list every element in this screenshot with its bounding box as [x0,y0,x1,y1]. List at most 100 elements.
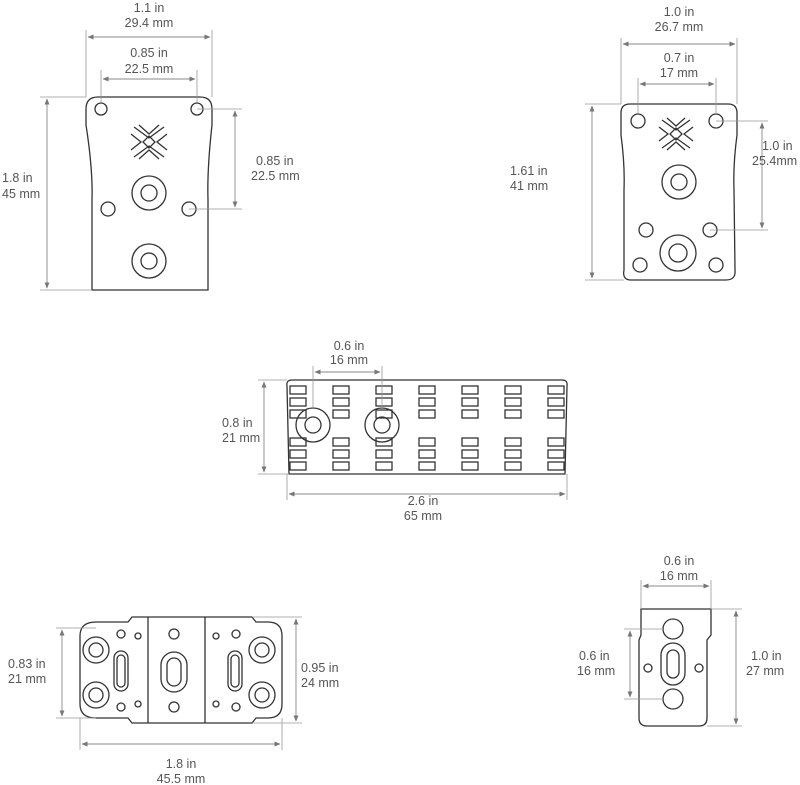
rail-slot [289,449,307,459]
rail-slot [461,461,479,471]
plate-b-hole-bottom-right [708,257,724,273]
small-block-hole-bottom [662,688,684,710]
mount-block-counterbore-bl [82,681,110,709]
plate-b-hole-bottom-left [632,257,648,273]
rail-slot [332,437,350,447]
plate-b-bore-upper [670,173,688,191]
plate-a-outline [85,96,213,291]
small-block-height-mm: 27 mm [746,664,784,678]
mount-block-bore-bl [88,687,104,703]
plate-b-hole-mid-left [638,222,654,238]
small-block-slot-inner [666,649,680,679]
mount-block-pin-8 [134,700,142,708]
plate-a-height-in: 1.8 in [2,171,33,185]
plate-a-hole-spacing-h-in: 0.85 in [130,46,168,60]
plate-a-counterbore-upper [131,175,167,211]
rail-slot [504,461,522,471]
rail-slot [289,397,307,407]
rail-slot [289,461,307,471]
mount-block-slot-right [227,650,243,692]
rail-slot [289,385,307,395]
small-block-pin-right [694,663,704,673]
mount-block: 0.83 in 21 mm 0.95 in 24 mm 1.8 in 45.5 … [8,616,339,785]
mount-block-pin-2 [116,702,126,712]
rail-slot [332,461,350,471]
rail-slot [504,449,522,459]
rail-slot [547,397,565,407]
rail-slot [418,461,436,471]
rail-length-mm: 65 mm [404,509,442,523]
rail-slots [289,385,565,471]
rail-slot [504,397,522,407]
rail-slot [375,461,393,471]
mount-block-pin-5 [168,628,180,640]
mount-block-hole-spacing-mm: 21 mm [8,672,46,686]
rail: 0.6 in 16 mm 0.8 in 21 mm 2.6 in 65 mm [222,339,568,523]
rail-slot [332,409,350,419]
mount-block-counterbore-tl [82,636,110,664]
rail-slot [332,397,350,407]
mount-block-height-mm: 24 mm [301,676,339,690]
plate-b: 1.0 in 26.7 mm 0.7 in 17 mm 1.0 in 25.4m… [510,5,797,281]
mount-block-pin-3 [231,629,241,639]
plate-b-hole-spacing-v-in: 1.0 in [762,139,793,153]
plate-a-hole-top-left [94,102,108,116]
rail-bore-right [373,416,391,434]
mount-block-bore-br [254,687,270,703]
plate-b-hole-top-left [630,113,646,129]
rail-slot [289,437,307,447]
small-block-height-in: 1.0 in [751,649,782,663]
mount-block-height-in: 0.95 in [301,661,339,675]
rail-slot [504,385,522,395]
rail-slot [375,449,393,459]
plate-b-counterbore-upper [661,164,697,200]
logo-icon [130,124,168,160]
plate-b-hole-spacing-h-in: 0.7 in [664,51,695,65]
mount-block-pin-1 [116,629,126,639]
logo-icon [658,117,694,151]
mount-block-pin-4 [231,702,241,712]
mount-block-bore-tr [254,642,270,658]
plate-a-bore-upper [140,184,158,202]
mount-block-length-in: 1.8 in [166,757,197,771]
rail-slot [332,449,350,459]
small-block-pin-left [643,663,653,673]
rail-slot [547,437,565,447]
mount-block-hole-spacing-in: 0.83 in [8,657,46,671]
mount-block-outline [79,616,283,724]
mount-block-slot-center [160,651,188,693]
mount-block-slot-center-inner [166,657,182,687]
rail-slot [418,449,436,459]
rail-length-in: 2.6 in [408,494,439,508]
plate-a-counterbore-lower [131,243,167,279]
rail-slot [418,437,436,447]
plate-b-width-in: 1.0 in [664,5,695,19]
rail-height-in: 0.8 in [222,416,253,430]
plate-b-hole-spacing-v-mm: 25.4mm [752,154,797,168]
rail-height-mm: 21 mm [222,431,260,445]
mount-block-counterbore-tr [248,636,276,664]
small-block-width-in: 0.6 in [664,554,695,568]
small-block-hole-spacing-in: 0.6 in [579,649,610,663]
rail-slot [461,409,479,419]
mount-block-slot-right-inner [230,654,240,688]
plate-b-width-mm: 26.7 mm [655,20,704,34]
rail-slot [504,409,522,419]
small-block-hole-spacing-mm: 16 mm [577,664,615,678]
rail-slot [375,385,393,395]
mount-block-bore-tl [88,642,104,658]
plate-a-width-mm: 29.4 mm [125,16,174,30]
rail-slot [461,437,479,447]
plate-b-height-mm: 41 mm [510,179,548,193]
plate-a-hole-mid-left [100,201,116,217]
mount-block-slot-left-inner [116,654,126,688]
rail-slot [375,437,393,447]
plate-b-hole-spacing-h-mm: 17 mm [660,66,698,80]
rail-slot [375,397,393,407]
mount-block-pin-10 [212,700,220,708]
rail-slot [547,409,565,419]
rail-bore-left [304,416,322,434]
small-block-outline [638,608,712,727]
rail-slot [375,409,393,419]
